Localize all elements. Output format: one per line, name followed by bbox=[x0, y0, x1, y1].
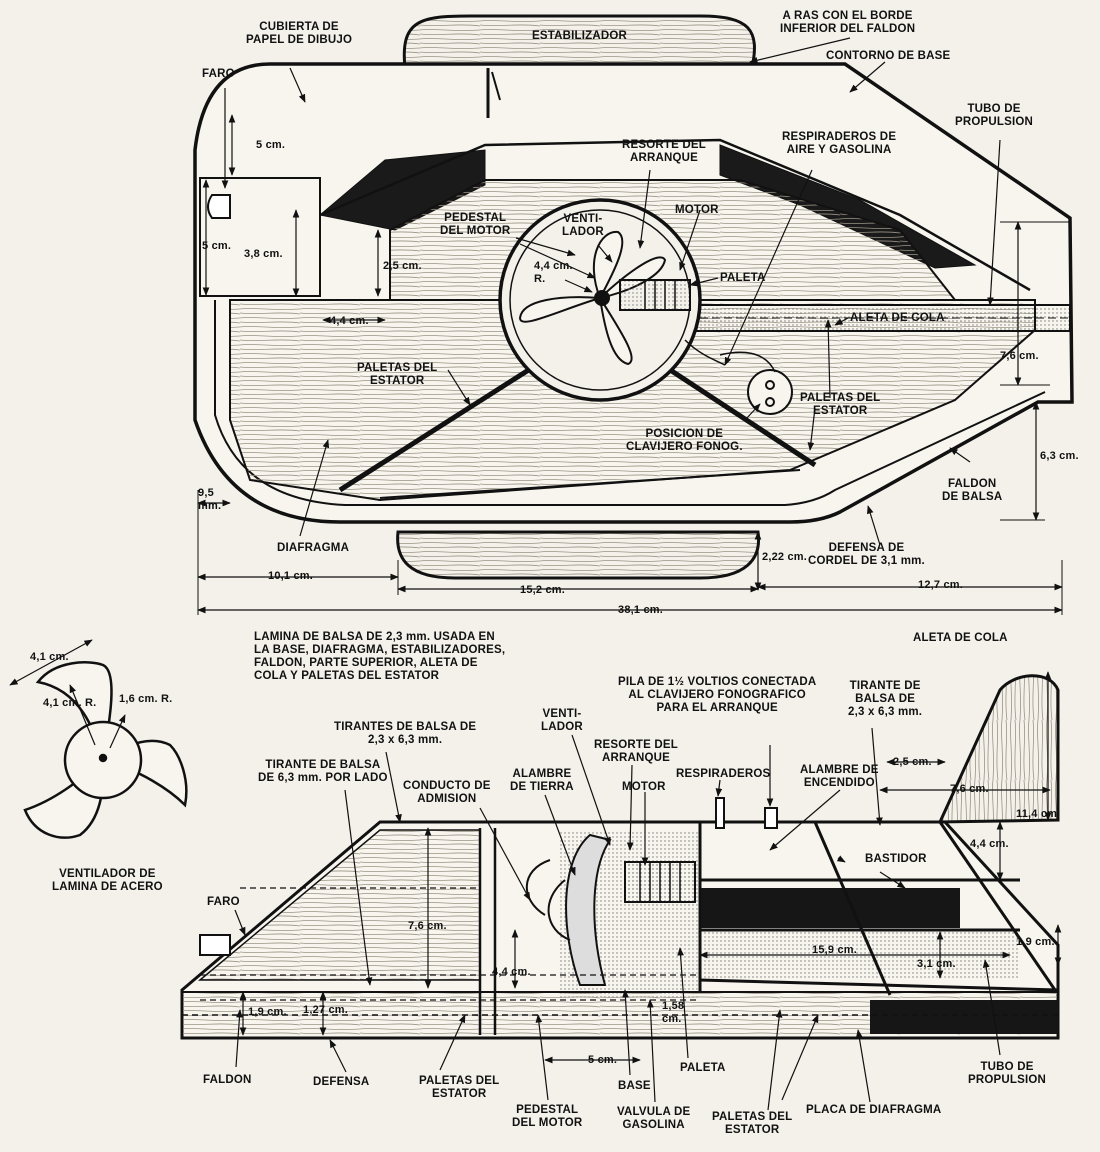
label-diafragma: DIAFRAGMA bbox=[277, 542, 350, 554]
dim-fan-4-1cm-r: 4,1 cm. R. bbox=[43, 697, 97, 709]
label-alambre-encendido: ALAMBRE DE ENCENDIDO bbox=[800, 764, 879, 789]
label-ventilador-side: VENTI- LADOR bbox=[541, 708, 583, 733]
dim-side-1-9cm-b: 1,9 cm. bbox=[248, 1006, 287, 1018]
dim-7-6cm: 7,6 cm. bbox=[1000, 350, 1039, 362]
dim-side-1-9cm-a: 1,9 cm. bbox=[1016, 936, 1055, 948]
dim-2-5cm: 2,5 cm. bbox=[383, 260, 422, 272]
label-pedestal-top: PEDESTAL DEL MOTOR bbox=[440, 212, 511, 237]
side-view bbox=[180, 671, 1062, 1111]
label-faldon-side: FALDON bbox=[203, 1074, 252, 1086]
dim-side-3-1cm: 3,1 cm. bbox=[917, 958, 956, 970]
side-vent-1 bbox=[715, 797, 725, 829]
label-aleta-top: ALETA DE COLA bbox=[850, 312, 945, 324]
label-motor-top: MOTOR bbox=[675, 204, 719, 216]
label-faro-top: FARO bbox=[202, 68, 235, 80]
label-defensa-top: DEFENSA DE CORDEL DE 3,1 mm. bbox=[808, 542, 925, 567]
dim-2-22cm: 2,22 cm. bbox=[762, 551, 808, 563]
right-cavity bbox=[719, 144, 977, 269]
label-paleta-side: PALETA bbox=[680, 1062, 726, 1074]
tail-fin bbox=[937, 674, 1060, 824]
dim-side-1-27cm: 1,27 cm. bbox=[303, 1004, 349, 1016]
side-dimensions bbox=[239, 671, 1062, 1064]
fan-caption: VENTILADOR DE LAMINA DE ACERO bbox=[52, 868, 163, 893]
dim-38-1cm: 38,1 cm. bbox=[618, 604, 664, 616]
label-tubo-side: TUBO DE PROPULSION bbox=[968, 1061, 1047, 1086]
label-paletas-estator-top-2: PALETAS DEL ESTATOR bbox=[800, 392, 881, 417]
label-resorte-side: RESORTE DEL ARRANQUE bbox=[594, 739, 678, 764]
dim-side-7-6cm-a: 7,6 cm. bbox=[950, 783, 989, 795]
dim-9-5mm: 9,5 mm. bbox=[198, 487, 222, 512]
dim-fan-1-6cm-r: 1,6 cm. R. bbox=[119, 693, 173, 705]
label-tirante-63: TIRANTE DE BALSA DE 6,3 mm. POR LADO bbox=[258, 759, 388, 784]
dim-12-7cm: 12,7 cm. bbox=[918, 579, 964, 591]
top-view bbox=[193, 14, 1074, 615]
label-respiraderos-top: RESPIRADEROS DE AIRE Y GASOLINA bbox=[782, 131, 897, 156]
label-tubo-top: TUBO DE PROPULSION bbox=[955, 103, 1034, 128]
label-paletas-estator-top-1: PALETAS DEL ESTATOR bbox=[357, 362, 438, 387]
label-paleta-top: PALETA bbox=[720, 272, 766, 284]
top-headlight bbox=[207, 194, 231, 219]
left-cavity bbox=[318, 149, 486, 231]
dim-fan-4-1cm: 4,1 cm. bbox=[30, 651, 69, 663]
stabilizer-bottom bbox=[396, 530, 761, 580]
note-lamina: LAMINA DE BALSA DE 2,3 mm. USADA EN LA B… bbox=[254, 631, 506, 682]
dim-4-4cm: 4,4 cm. bbox=[330, 315, 369, 327]
dim-side-4-4cm-b: 4,4 cm. bbox=[492, 966, 531, 978]
dim-5cm-b: 5 cm. bbox=[202, 240, 232, 252]
upper-frame bbox=[319, 138, 1031, 292]
top-dimensions bbox=[197, 114, 1063, 614]
label-bastidor: BASTIDOR bbox=[865, 853, 927, 865]
label-placa: PLACA DE DIAFRAGMA bbox=[806, 1104, 942, 1116]
label-valvula: VALVULA DE GASOLINA bbox=[617, 1106, 691, 1131]
label-conducto: CONDUCTO DE ADMISION bbox=[403, 780, 491, 805]
note-pila: PILA DE 1½ VOLTIOS CONECTADA AL CLAVIJER… bbox=[618, 676, 817, 714]
stabilizer-top bbox=[402, 14, 756, 70]
dim-5cm-a: 5 cm. bbox=[256, 139, 286, 151]
label-base-side: BASE bbox=[618, 1080, 651, 1092]
label-ventilador-top: VENTI- LADOR bbox=[562, 213, 604, 238]
side-base-dark bbox=[870, 1000, 1058, 1034]
label-a-ras: A RAS CON EL BORDE INFERIOR DEL FALDON bbox=[780, 10, 916, 35]
dim-4-4cm-r: 4,4 cm. R. bbox=[534, 260, 573, 285]
label-cubierta: CUBIERTA DE PAPEL DE DIBUJO bbox=[246, 21, 353, 46]
dim-side-1-58cm: 1,58 cm. bbox=[662, 1000, 685, 1025]
label-alambre-tierra: ALAMBRE DE TIERRA bbox=[510, 768, 574, 793]
label-contorno: CONTORNO DE BASE bbox=[826, 50, 951, 62]
label-faldon-balsa: FALDON DE BALSA bbox=[942, 478, 1003, 503]
label-pedestal-side: PEDESTAL DEL MOTOR bbox=[512, 1104, 583, 1129]
dim-6-3cm: 6,3 cm. bbox=[1040, 450, 1079, 462]
dim-side-4-4cm: 4,4 cm. bbox=[970, 838, 1009, 850]
side-headlight bbox=[199, 934, 231, 956]
label-aleta-side: ALETA DE COLA bbox=[913, 632, 1008, 644]
label-tirante-right: TIRANTE DE BALSA DE 2,3 x 6,3 mm. bbox=[848, 680, 923, 718]
dim-3-8cm: 3,8 cm. bbox=[244, 248, 283, 260]
dim-side-11-4cm: 11,4 cm bbox=[1016, 808, 1058, 820]
dim-10-1cm: 10,1 cm. bbox=[268, 570, 314, 582]
side-front-panel bbox=[197, 829, 481, 981]
label-estabilizador: ESTABILIZADOR bbox=[532, 30, 628, 42]
label-posicion: POSICION DE CLAVIJERO FONOG. bbox=[626, 428, 743, 453]
label-motor-side: MOTOR bbox=[622, 781, 666, 793]
label-paletas-side-1: PALETAS DEL ESTATOR bbox=[419, 1075, 500, 1100]
label-resorte-top: RESORTE DEL ARRANQUE bbox=[622, 139, 706, 164]
dim-side-5cm: 5 cm. bbox=[588, 1054, 618, 1066]
phono-plug bbox=[747, 369, 793, 415]
label-faro-side: FARO bbox=[207, 896, 240, 908]
dim-side-15-9cm: 15,9 cm. bbox=[812, 944, 858, 956]
dim-side-7-6cm-b: 7,6 cm. bbox=[408, 920, 447, 932]
dim-15-2cm: 15,2 cm. bbox=[520, 584, 566, 596]
label-respiraderos-side: RESPIRADEROS bbox=[676, 768, 771, 780]
label-defensa-side: DEFENSA bbox=[313, 1076, 370, 1088]
label-paletas-side-2: PALETAS DEL ESTATOR bbox=[712, 1111, 793, 1136]
skirt-inner bbox=[214, 300, 1046, 506]
bastidor-frame bbox=[698, 821, 1059, 996]
fan-detail bbox=[9, 639, 188, 839]
side-interior-dark bbox=[700, 888, 960, 928]
dim-side-2-5cm: 2,5 cm. bbox=[893, 756, 932, 768]
label-tirantes-balsa: TIRANTES DE BALSA DE 2,3 x 6,3 mm. bbox=[334, 721, 477, 746]
side-vent-2 bbox=[764, 807, 778, 829]
